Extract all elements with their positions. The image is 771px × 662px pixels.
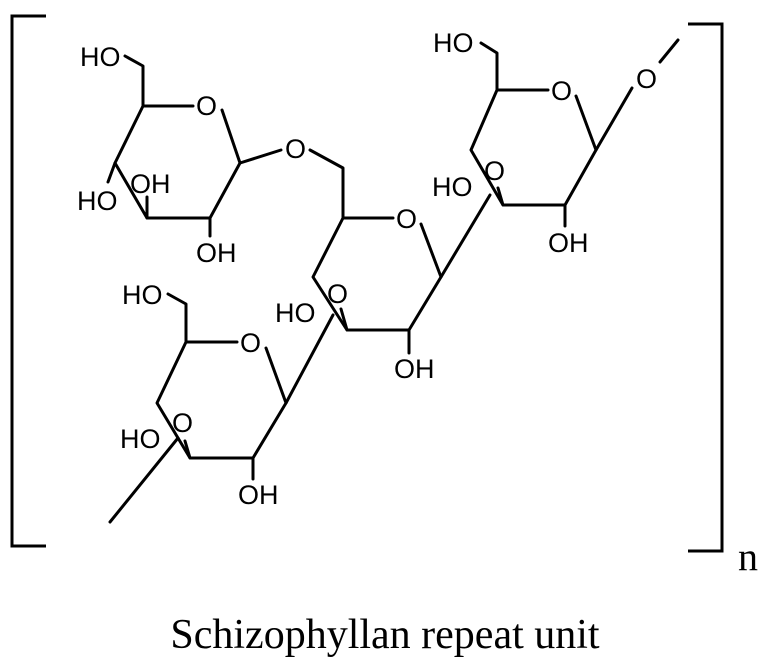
ring-1-c4-hydroxyl: HO [77,186,118,216]
ring-3-terminal-oxygen: O [636,64,657,94]
ring-2-bonds [311,216,443,332]
ring-1-ring-oxygen: O [196,91,217,121]
glucose-ring-4: HO O HO O OH [108,280,335,524]
ring-1-c3-hydroxyl: OH [130,169,171,199]
ring-2-ring-oxygen: O [396,204,417,234]
ring-3-anomeric-bond [594,86,634,152]
ring-3-c2-hydroxyl: OH [548,228,589,258]
repeat-brackets [10,14,724,553]
ring-2-c2-hydroxyl: OH [394,354,435,384]
repeat-subscript: n [738,534,758,579]
ring-1-c6-hydroxyl: HO [80,42,121,72]
glycosidic-linkage-1-6: O [285,134,345,220]
ring-3-c4-hydroxyl: HO [432,172,473,202]
ring-4-beta-1-3-bond [284,313,335,405]
glycosidic-ch2-bonds [308,148,345,220]
glucose-ring-3: HO O O HO O OH [432,28,680,258]
ring-1-c6-bonds [123,54,145,108]
ring-3-c3-o-bond [496,186,505,207]
ring-2-c4-hydroxyl: HO [275,298,316,328]
ring-4-c6-hydroxyl: HO [122,280,163,310]
ring-1-glycosidic-bond [238,148,283,165]
ring-4-c4-hydroxyl: HO [120,424,161,454]
ring-3-bonds [469,88,598,207]
ring-4-bonds [155,340,288,460]
right-bracket [688,22,724,553]
diagram-caption: Schizophyllan repeat unit [170,612,600,658]
ring-3-c3-oxygen: O [484,156,505,186]
ring-2-c3-o-bond [339,307,349,332]
ring-1-c2-hydroxyl: OH [196,238,237,268]
ring-4-ring-oxygen: O [240,328,261,358]
ring-4-c2-hydroxyl: OH [238,480,279,510]
ring-2-beta-1-3-bond [439,193,492,279]
ring-4-c3-oxygen: O [172,408,193,438]
glucose-ring-2: O HO O OH [275,193,492,384]
ring-4-c3-o-bond [183,439,192,460]
left-bracket [10,14,46,548]
ring-1-bonds [113,104,242,220]
ring-3-c6-hydroxyl: HO [433,28,474,58]
ring-3-terminal-methyl [658,38,680,64]
ring-4-chain-continuation-bond [108,436,180,524]
glycosidic-oxygen: O [285,134,306,164]
ring-3-ring-oxygen: O [551,76,572,106]
ring-4-c6-bonds [166,292,188,344]
ring-1-c4-oh-bond [106,161,117,184]
ring-2-c3-oxygen: O [327,279,348,309]
glucose-ring-1: HO O HO OH OH [77,42,283,268]
ring-3-c6-bonds [479,41,499,92]
